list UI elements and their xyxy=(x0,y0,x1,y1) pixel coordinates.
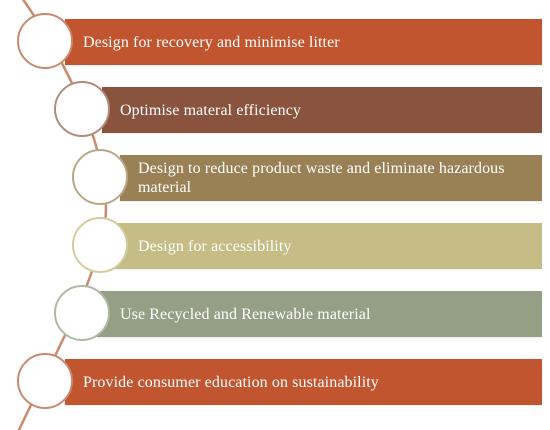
step-circle-2 xyxy=(54,81,110,137)
step-bar-5: Use Recycled and Renewable material xyxy=(97,291,542,337)
step-label-4: Design for accessibility xyxy=(138,237,292,255)
step-bar-6: Provide consumer education on sustainabi… xyxy=(65,359,542,405)
step-label-6: Provide consumer education on sustainabi… xyxy=(83,373,379,391)
step-circle-6 xyxy=(17,353,73,409)
step-label-3: Design to reduce product waste and elimi… xyxy=(138,160,505,196)
step-bar-4: Design for accessibility xyxy=(111,223,542,269)
step-label-2: Optimise materal efficiency xyxy=(120,101,301,119)
step-circle-3 xyxy=(72,149,128,205)
step-circle-5 xyxy=(54,285,110,341)
step-label-5: Use Recycled and Renewable material xyxy=(120,305,371,323)
step-bar-3: Design to reduce product waste and elimi… xyxy=(120,155,542,201)
step-bar-1: Design for recovery and minimise litter xyxy=(65,19,542,65)
step-circle-1 xyxy=(17,13,73,69)
step-label-1: Design for recovery and minimise litter xyxy=(83,33,340,51)
step-circle-4 xyxy=(72,217,128,273)
step-bar-2: Optimise materal efficiency xyxy=(102,87,542,133)
